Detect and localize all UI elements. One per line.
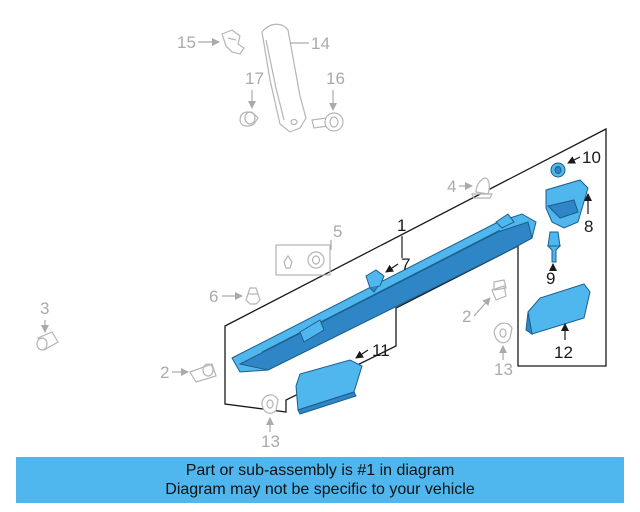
- callout-10: 10: [582, 148, 601, 167]
- clip-7[interactable]: [365, 269, 385, 293]
- grommet-10[interactable]: [550, 162, 566, 178]
- callout-2-left: 2: [160, 363, 169, 382]
- pillar-trim-ghost: [261, 23, 307, 133]
- clip-group-5-ghost: [275, 244, 331, 276]
- callout-15: 15: [177, 33, 196, 52]
- screw-2-right-ghost: [491, 279, 507, 301]
- callout-2-right: 2: [462, 307, 471, 326]
- bracket-8[interactable]: [545, 179, 589, 229]
- callout-16: 16: [326, 69, 345, 88]
- pin-9[interactable]: [546, 231, 562, 263]
- callout-5: 5: [333, 222, 342, 241]
- clip-15-ghost: [221, 29, 245, 55]
- callout-17: 17: [245, 69, 264, 88]
- clip-17-ghost: [239, 111, 259, 127]
- info-banner: Part or sub-assembly is #1 in diagram Di…: [16, 457, 624, 503]
- callout-4: 4: [447, 177, 456, 196]
- callout-1: 1: [397, 216, 406, 235]
- extension-11[interactable]: [295, 359, 363, 415]
- callout-14: 14: [311, 34, 330, 53]
- rocker-molding-part-1[interactable]: [231, 213, 537, 373]
- clip-4-ghost: [471, 177, 493, 199]
- extension-12[interactable]: [525, 283, 591, 336]
- clip-16-ghost: [311, 112, 344, 132]
- callout-13-lower: 13: [261, 432, 280, 451]
- clip-6-ghost: [245, 287, 261, 305]
- clip-13-right-ghost: [493, 322, 513, 344]
- callout-9: 9: [546, 269, 555, 288]
- callout-6: 6: [209, 287, 218, 306]
- banner-line-1: Part or sub-assembly is #1 in diagram: [185, 462, 455, 479]
- screw-2-left-ghost: [189, 363, 217, 383]
- callout-7: 7: [401, 255, 410, 274]
- banner-line-2: Diagram may not be specific to your vehi…: [165, 481, 475, 498]
- callout-13-right: 13: [494, 360, 513, 379]
- callout-11: 11: [372, 341, 390, 360]
- callout-8: 8: [584, 217, 593, 236]
- callout-12: 12: [554, 343, 573, 362]
- clip-13-lower-ghost: [261, 394, 279, 414]
- clip-3-ghost: [36, 331, 59, 351]
- callout-3: 3: [40, 299, 49, 318]
